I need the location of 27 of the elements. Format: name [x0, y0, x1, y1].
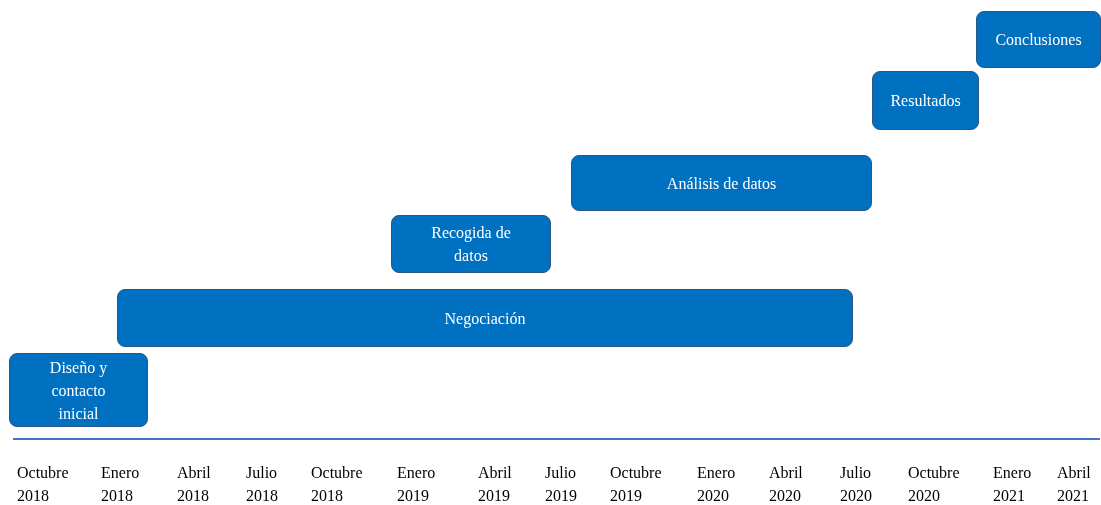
date-tick-label: Octubre 2018 — [311, 463, 363, 505]
phase-bar — [571, 155, 872, 211]
phase-bar — [117, 289, 853, 347]
date-tick-label: Enero 2019 — [397, 463, 436, 505]
date-tick-label: Julio 2020 — [840, 463, 872, 505]
date-tick-label: Julio 2018 — [246, 463, 278, 505]
date-tick-label: Abril 2019 — [478, 463, 512, 505]
date-tick-label: Enero 2021 — [993, 463, 1032, 505]
date-tick-label: Enero 2020 — [697, 463, 736, 505]
date-tick-label: Abril 2021 — [1057, 463, 1091, 505]
date-tick-label: Abril 2020 — [769, 463, 803, 505]
date-tick-label: Octubre 2018 — [17, 463, 69, 505]
phase-label: Recogida de datos — [430, 223, 512, 266]
phase-label: Análisis de datos — [666, 173, 777, 194]
date-tick-label: Octubre 2019 — [610, 463, 662, 505]
date-tick-label: Abril 2018 — [177, 463, 211, 505]
phase-bar — [976, 11, 1101, 68]
phase-bar — [872, 71, 979, 130]
phase-label: Conclusiones — [995, 30, 1082, 50]
phase-label: Diseño y contacto inicial — [48, 357, 109, 424]
phase-bar — [391, 215, 551, 273]
phase-label: Negociación — [444, 308, 526, 330]
phase-bar — [9, 353, 148, 427]
phase-label: Resultados — [890, 91, 961, 111]
date-tick-label: Octubre 2020 — [908, 463, 960, 505]
date-tick-label: Enero 2018 — [101, 463, 140, 505]
date-tick-label: Julio 2019 — [545, 463, 577, 505]
